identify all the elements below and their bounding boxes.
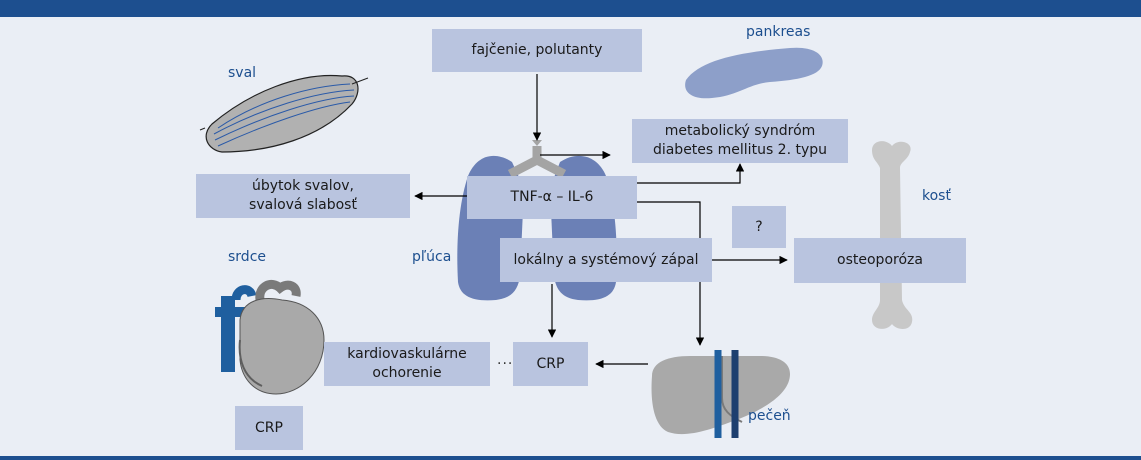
- question-box: ?: [732, 206, 786, 248]
- bone-illustration: [872, 141, 913, 329]
- osteoporosis-text: osteoporóza: [837, 252, 923, 268]
- muscle-loss-text: úbytok svalov,: [251, 178, 354, 194]
- cytokines-text: TNF-α – IL-6: [510, 189, 594, 205]
- cardiovascular-box: kardiovaskulárne ochorenie: [324, 342, 490, 386]
- muscle-weakness-text: svalová slabosť: [249, 197, 357, 213]
- pancreas-label: pankreas: [746, 24, 811, 40]
- disease-text: ochorenie: [372, 365, 442, 381]
- bone-label: kosť: [922, 188, 951, 204]
- muscle-label: sval: [228, 65, 257, 81]
- heart-label: srdce: [228, 249, 267, 265]
- muscle-illustration: [199, 74, 369, 153]
- crp-center-box: CRP: [513, 342, 588, 386]
- inflammation-text: lokálny a systémový zápal: [513, 251, 699, 268]
- metabolic-syndrome-box: metabolický syndróm diabetes mellitus 2.…: [632, 119, 848, 163]
- inflammation-box: lokálny a systémový zápal: [500, 238, 712, 282]
- header-bar: [0, 0, 1141, 17]
- heart-illustration: [215, 280, 325, 395]
- osteoporosis-box: osteoporóza: [794, 238, 966, 283]
- pancreas-illustration: [685, 47, 823, 99]
- crp-left-text: CRP: [255, 419, 283, 436]
- connectors: [414, 74, 788, 369]
- smoking-pollutants-box: fajčenie, polutanty: [432, 29, 642, 72]
- lungs-label: pľúca: [412, 249, 452, 265]
- muscle-loss-box: úbytok svalov, svalová slabosť: [196, 174, 410, 218]
- metabolic-syndrome-text: metabolický syndróm: [664, 123, 816, 139]
- footer-bar: [0, 456, 1141, 460]
- crp-left-box: CRP: [235, 406, 303, 450]
- liver-label: pečeň: [748, 408, 791, 424]
- question-text: ?: [755, 218, 763, 235]
- cytokines-box: TNF-α – IL-6: [467, 176, 637, 219]
- diabetes-text: diabetes mellitus 2. typu: [652, 142, 828, 158]
- smoking-pollutants-text: fajčenie, polutanty: [471, 42, 603, 58]
- liver-illustration: [651, 350, 790, 438]
- cardiovascular-text: kardiovaskulárne: [347, 346, 467, 362]
- crp-center-text: CRP: [536, 355, 565, 372]
